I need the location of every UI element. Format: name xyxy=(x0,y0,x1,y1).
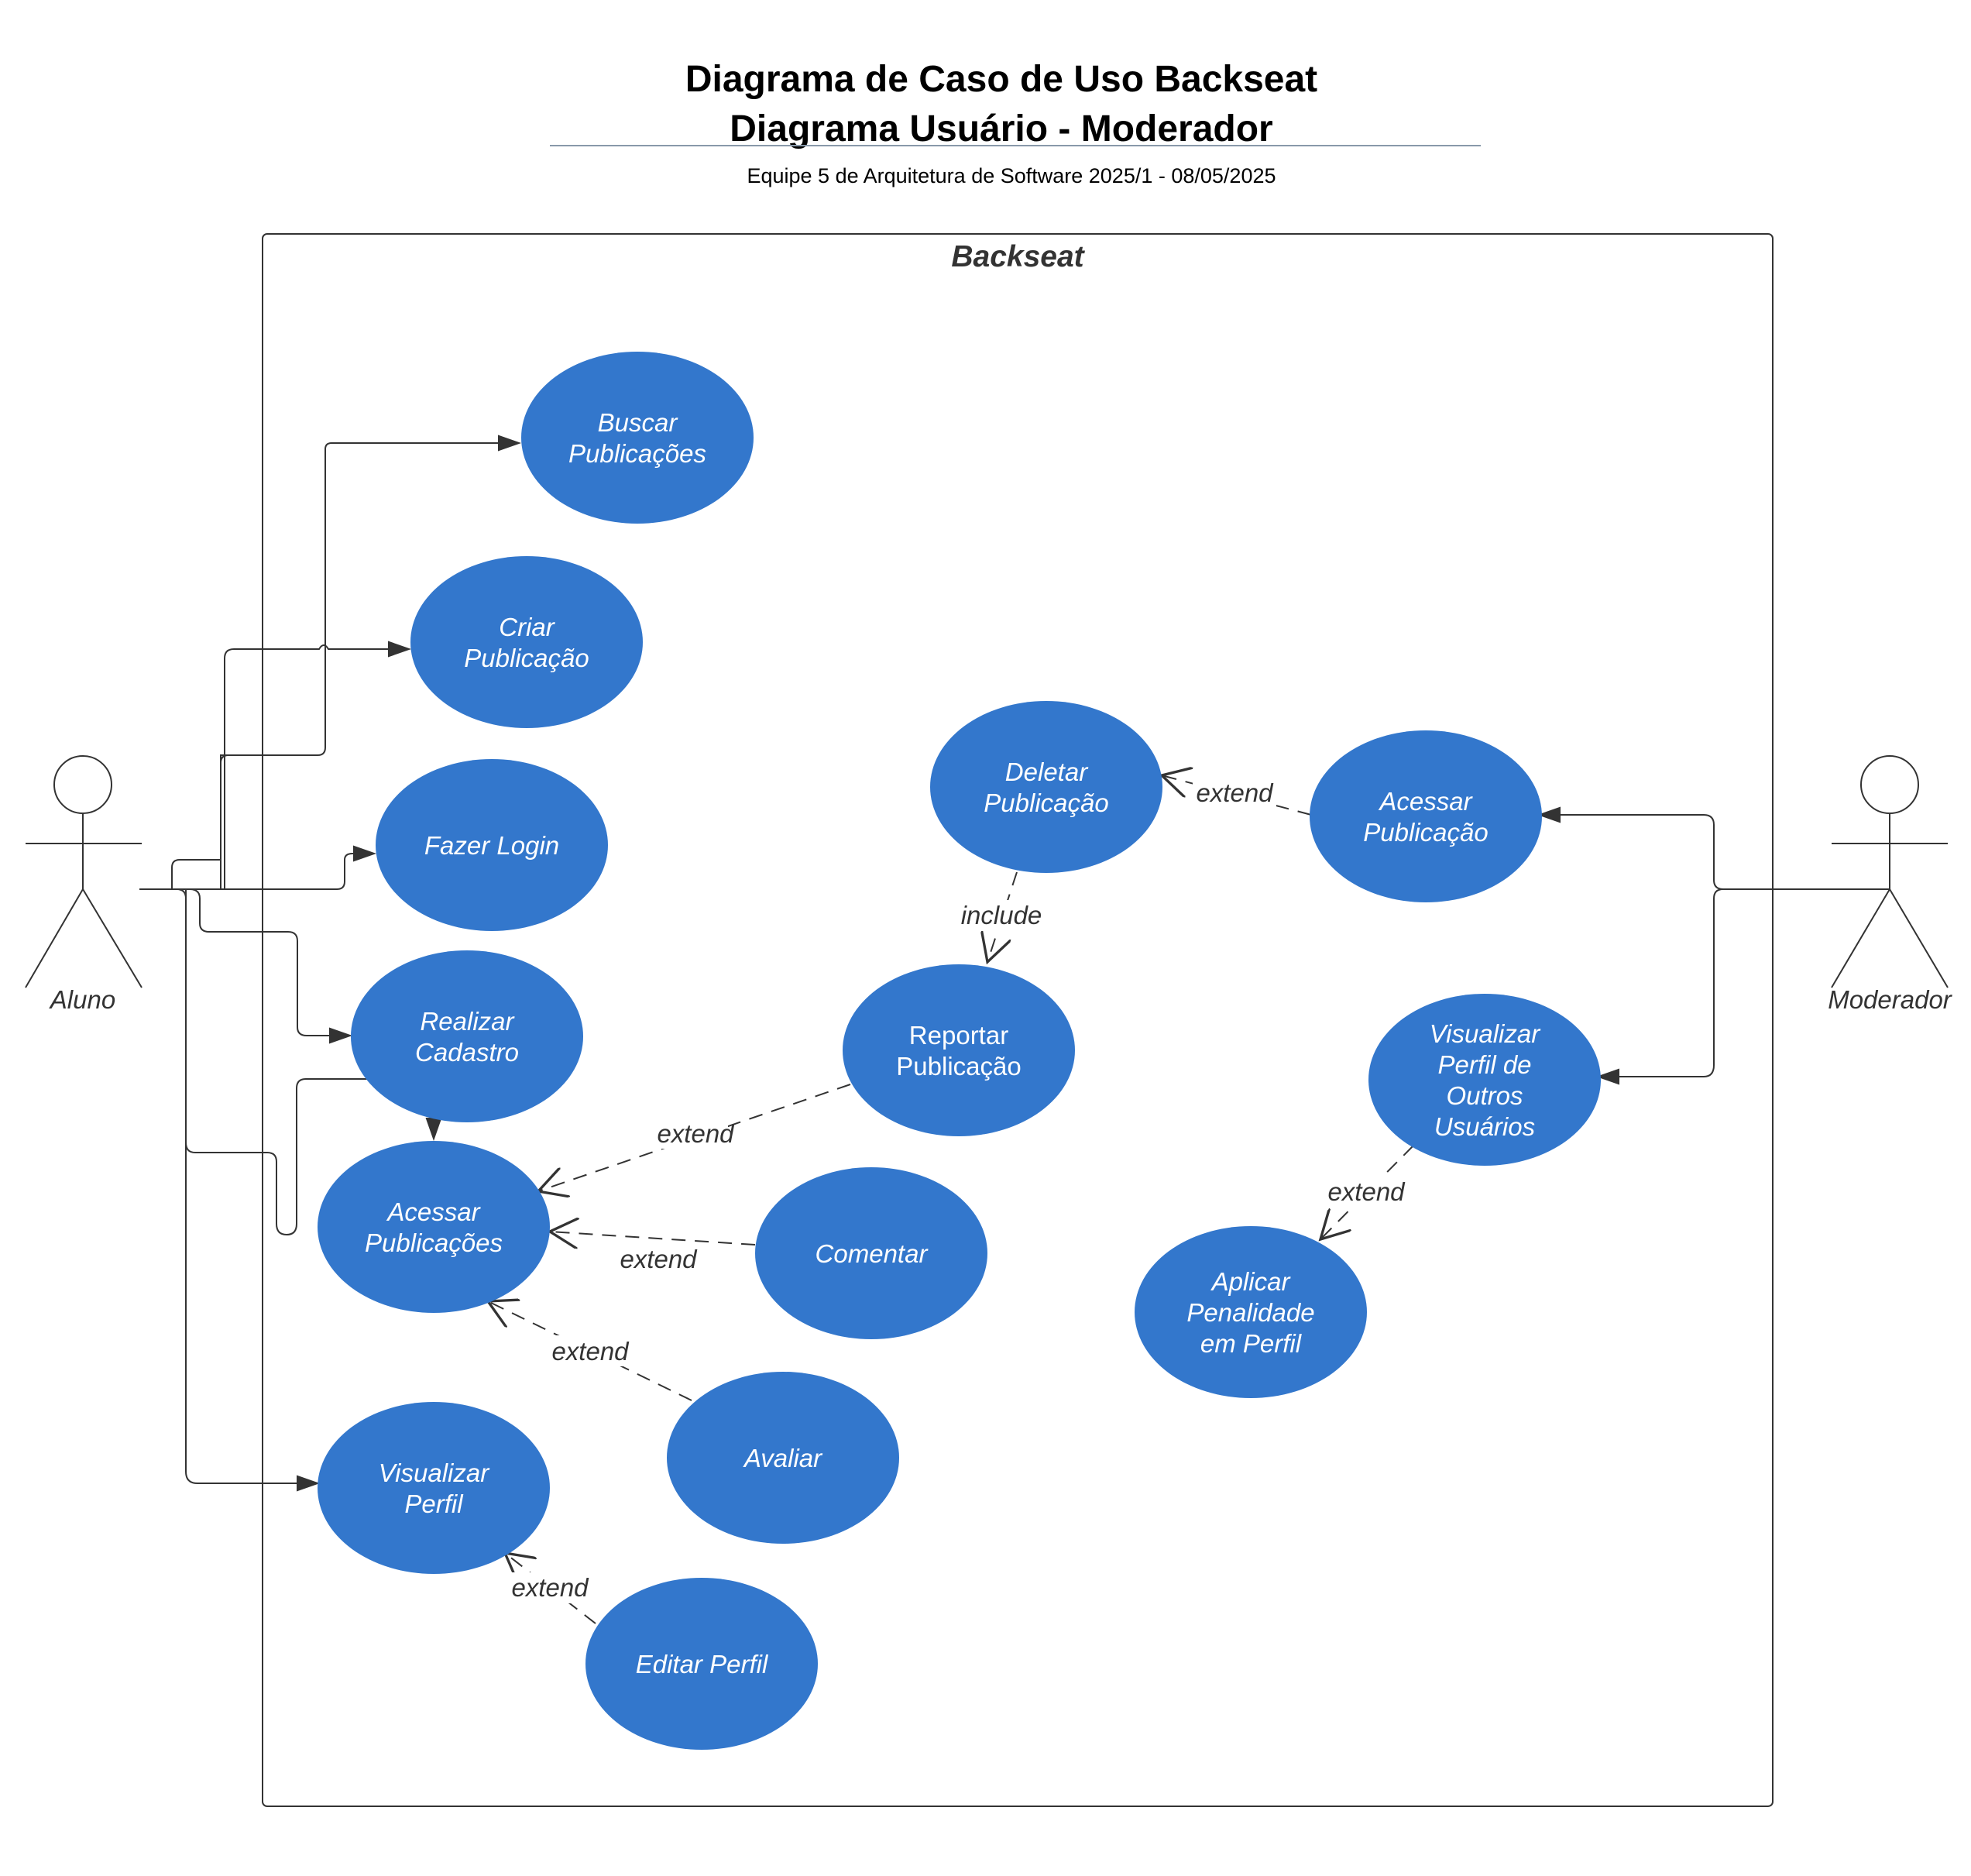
system-boundary xyxy=(262,233,1774,1807)
use-case-ellipse xyxy=(318,1402,550,1574)
label-deletar-include: include xyxy=(961,901,1042,929)
use-case-label-line: Aplicar xyxy=(1210,1267,1292,1296)
label-acessar-extend: extend xyxy=(1196,778,1274,807)
assoc-login xyxy=(139,845,376,890)
use-case-label-line: Realizar xyxy=(420,1007,515,1036)
diagram-title-line2: Diagrama Usuário - Moderador xyxy=(730,108,1272,149)
actor-aluno-label: Aluno xyxy=(49,985,115,1014)
label-outros-extend: extend xyxy=(1327,1177,1406,1206)
assoc-visualizar-perfil xyxy=(177,888,320,1492)
use-case-label-line: Criar xyxy=(499,613,556,641)
use-case-ellipse xyxy=(351,950,583,1122)
use-case-label-line: Avaliar xyxy=(743,1444,823,1472)
assoc-criar xyxy=(172,641,411,890)
use-case-label-line: Reportar xyxy=(909,1021,1008,1050)
use-case-label-line: Deletar xyxy=(1005,758,1089,786)
actor-moderador-head xyxy=(1860,755,1919,814)
use-case-ellipse xyxy=(930,701,1162,873)
label-avaliar-extend: extend xyxy=(551,1337,630,1366)
use-case-ellipse xyxy=(376,759,608,931)
assoc-buscar xyxy=(172,435,521,890)
moderador-associations xyxy=(1537,806,1890,1085)
use-case-editar-perfil: Editar Perfil xyxy=(585,1578,818,1750)
label-comentar-extend: extend xyxy=(620,1245,698,1273)
use-case-ellipse xyxy=(318,1141,550,1313)
use-case-label-line: Publicação xyxy=(984,789,1108,817)
use-case-label-line: Acessar xyxy=(386,1197,481,1226)
diagram-title-line1: Diagrama de Caso de Uso Backseat xyxy=(685,59,1317,100)
actor-moderador-label: Moderador xyxy=(1828,985,1953,1014)
use-case-label-line: Buscar xyxy=(598,408,679,437)
dep-avaliar-acessar xyxy=(488,1301,692,1401)
label-editar-extend: extend xyxy=(511,1573,589,1602)
use-case-ellipse xyxy=(1368,994,1601,1166)
use-case-label-line: Visualizar xyxy=(1430,1019,1541,1048)
use-case-ellipse xyxy=(843,964,1075,1136)
use-case-ellipse xyxy=(667,1372,899,1544)
use-case-label-line: Cadastro xyxy=(415,1038,519,1067)
use-case-label-line: Visualizar xyxy=(379,1459,490,1487)
diagram-subtitle: Equipe 5 de Arquitetura de Software 2025… xyxy=(747,164,1276,187)
label-reportar-extend: extend xyxy=(657,1119,735,1148)
assoc-acessar-publicacao xyxy=(1537,806,1890,890)
assoc-visualizar-outros xyxy=(1596,888,1724,1085)
use-case-label-line: Perfil xyxy=(404,1489,464,1518)
use-case-comentar: Comentar xyxy=(755,1167,987,1339)
stereotype-labels: extend extend extend extend include exte… xyxy=(507,778,1408,1603)
use-case-label-line: Publicações xyxy=(568,439,706,468)
use-case-label-line: Perfil de xyxy=(1437,1050,1531,1079)
use-case-label-line: em Perfil xyxy=(1200,1329,1303,1358)
use-case-ellipse xyxy=(521,352,754,524)
use-case-label-line: Publicação xyxy=(464,644,589,672)
use-case-label-line: Publicações xyxy=(365,1228,503,1257)
use-case-label-line: Comentar xyxy=(816,1239,929,1268)
use-case-avaliar: Avaliar xyxy=(667,1372,899,1544)
use-case-ellipse xyxy=(1310,730,1542,902)
use-case-ellipse xyxy=(1135,1226,1367,1398)
assoc-cadastro xyxy=(172,888,352,1044)
use-case-label-line: Editar Perfil xyxy=(636,1650,769,1678)
use-case-ellipse xyxy=(410,556,643,728)
actor-aluno: Aluno xyxy=(25,755,143,1014)
use-case-fazer-login: Fazer Login xyxy=(376,759,608,931)
use-case-label-line: Penalidade xyxy=(1186,1298,1314,1327)
use-case-ellipse xyxy=(755,1167,987,1339)
use-case-label-line: Usuários xyxy=(1434,1112,1535,1141)
dep-comentar-acessar xyxy=(550,1232,756,1245)
use-case-label-line: Publicação xyxy=(896,1052,1021,1081)
aluno-associations xyxy=(139,435,521,1492)
use-case-label-line: Publicação xyxy=(1363,818,1488,847)
actor-moderador: Moderador xyxy=(1828,755,1953,1014)
use-case-label-line: Outros xyxy=(1446,1081,1523,1110)
use-case-ellipse xyxy=(585,1578,818,1750)
use-case-label-line: Acessar xyxy=(1378,787,1473,816)
actor-aluno-head xyxy=(53,755,112,814)
use-case-label-line: Fazer Login xyxy=(424,831,559,860)
system-name: Backseat xyxy=(951,240,1085,273)
